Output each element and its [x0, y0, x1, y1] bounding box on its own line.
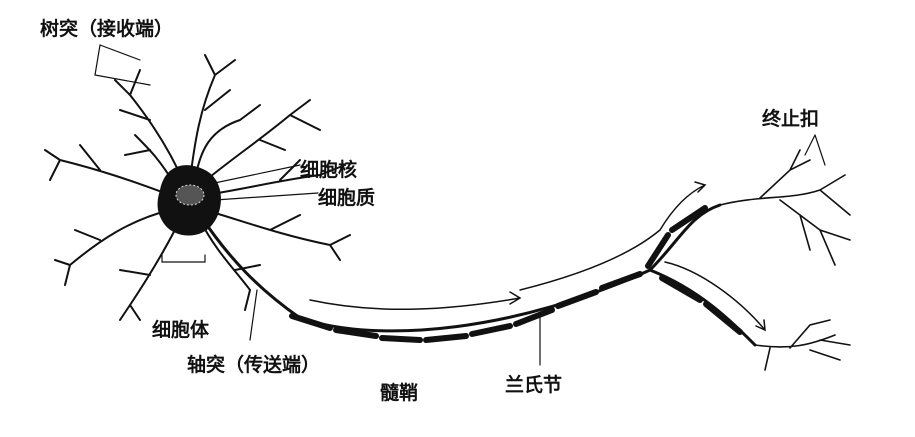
- label-cytoplasm: 细胞质: [318, 187, 376, 209]
- label-cell-body: 细胞体: [152, 319, 210, 341]
- signal-arrows: [309, 181, 766, 332]
- axon: [198, 203, 722, 333]
- label-nucleus: 细胞核: [300, 159, 358, 181]
- nucleus: [175, 184, 205, 206]
- label-axon: 轴突（传送端）: [187, 354, 321, 376]
- axon-terminals: [719, 149, 851, 371]
- label-myelin: 髓鞘: [380, 382, 419, 404]
- label-dendrite: 树突（接收端）: [40, 18, 174, 40]
- myelin-sheath: [289, 205, 743, 343]
- label-terminal: 终止扣: [762, 108, 820, 130]
- callout-lines: [94, 44, 826, 366]
- label-node-of-ranvier: 兰氏节: [505, 374, 563, 396]
